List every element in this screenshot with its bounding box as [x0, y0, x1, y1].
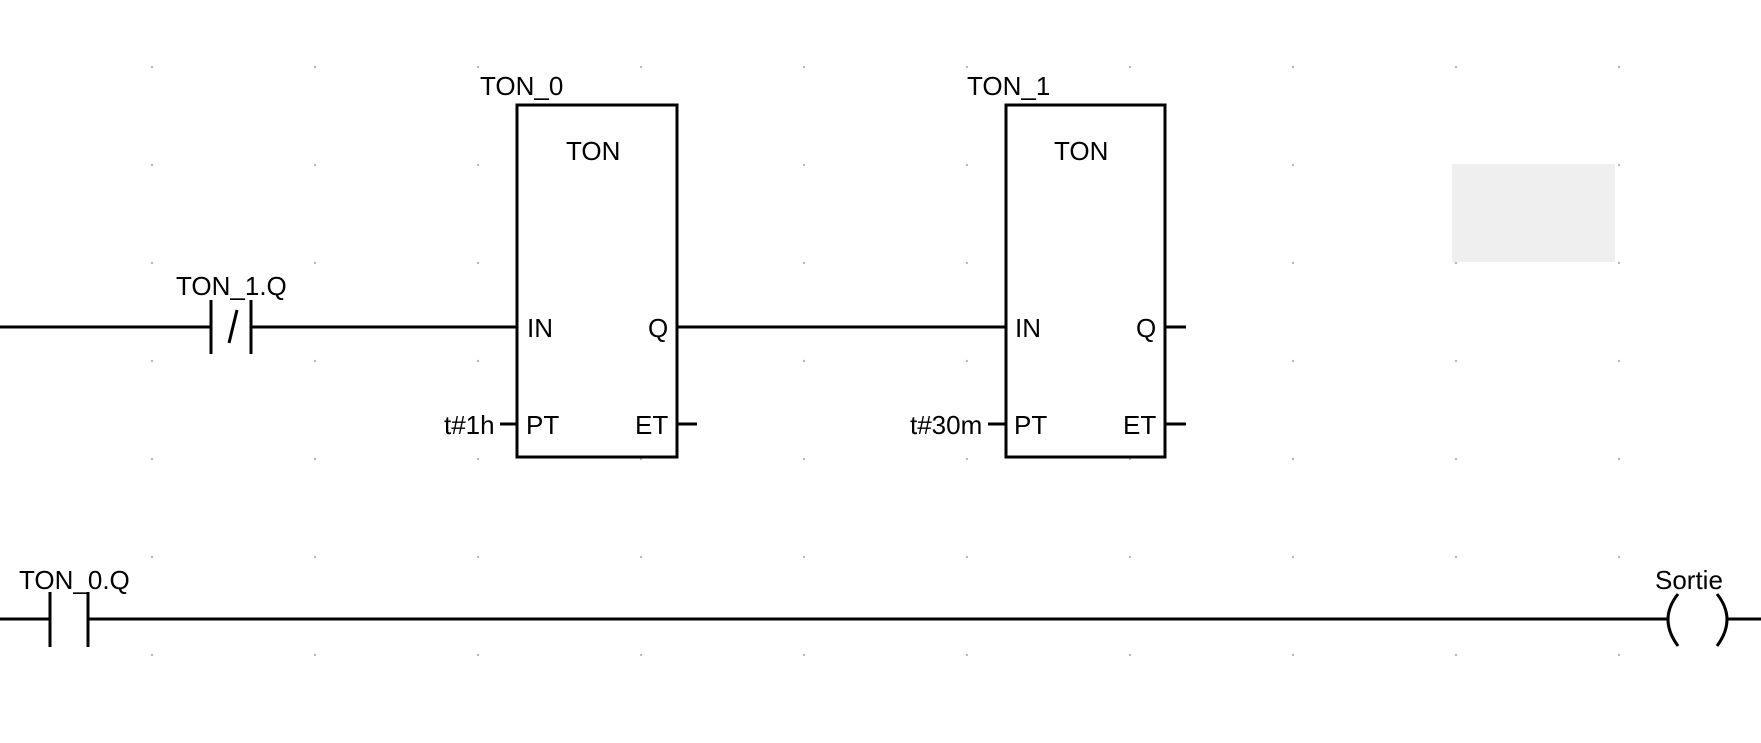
ton-1-pt-pin: PT — [1014, 410, 1047, 440]
grid-dot — [1291, 261, 1295, 265]
rung-2: TON_0.Q Sortie — [0, 565, 1761, 647]
coil-right-arc — [1715, 593, 1729, 647]
grid-dot — [1291, 65, 1295, 69]
ton-0-pt-pin: PT — [526, 410, 559, 440]
grid-dot — [476, 555, 480, 559]
rung-2-coil[interactable]: Sortie — [1655, 565, 1729, 647]
ton-0-body — [515, 103, 679, 459]
rung-2-no-contact[interactable]: TON_0.Q — [19, 565, 130, 647]
grid-dot — [1128, 653, 1132, 657]
grid-dot — [1454, 653, 1458, 657]
grid-dot — [802, 555, 806, 559]
grid-dot — [150, 261, 154, 265]
grid-dot — [965, 65, 969, 69]
grid-dot — [1617, 65, 1621, 69]
ton-0-block[interactable]: TON_0 TON IN Q PT ET t#1h — [444, 71, 697, 459]
grid-dot — [150, 653, 154, 657]
ton-0-instance-name: TON_0 — [480, 71, 563, 101]
grid-dot — [1291, 457, 1295, 461]
rung-2-coil-label: Sortie — [1655, 565, 1723, 595]
background-grid — [150, 65, 1621, 657]
grid-dot — [802, 163, 806, 167]
grid-dot — [1617, 457, 1621, 461]
rung-1: TON_1.Q TON_0 TON IN Q PT ET t#1h TON_1 … — [0, 71, 1186, 459]
grid-dot — [1617, 359, 1621, 363]
ton-1-instance-name: TON_1 — [967, 71, 1050, 101]
grid-dot — [965, 653, 969, 657]
ton-1-body — [1004, 103, 1167, 459]
grid-dot — [150, 163, 154, 167]
selection-rectangle[interactable] — [1452, 164, 1615, 262]
grid-dot — [313, 555, 317, 559]
grid-dot — [313, 653, 317, 657]
rung-2-contact-label: TON_0.Q — [19, 565, 130, 595]
grid-dot — [476, 653, 480, 657]
grid-dot — [476, 359, 480, 363]
grid-dot — [150, 457, 154, 461]
grid-dot — [1128, 65, 1132, 69]
grid-dot — [150, 359, 154, 363]
grid-dot — [965, 359, 969, 363]
grid-dot — [1454, 359, 1458, 363]
grid-dot — [313, 65, 317, 69]
grid-dot — [150, 65, 154, 69]
grid-dot — [639, 653, 643, 657]
grid-dot — [1617, 653, 1621, 657]
grid-dot — [313, 261, 317, 265]
grid-dot — [313, 163, 317, 167]
ton-1-pt-value[interactable]: t#30m — [910, 410, 982, 440]
grid-dot — [1291, 163, 1295, 167]
grid-dot — [476, 65, 480, 69]
grid-dot — [802, 457, 806, 461]
ton-0-type: TON — [566, 136, 620, 166]
grid-dot — [476, 163, 480, 167]
grid-dot — [1454, 65, 1458, 69]
grid-dot — [965, 555, 969, 559]
grid-dot — [639, 555, 643, 559]
grid-dot — [313, 457, 317, 461]
grid-dot — [802, 653, 806, 657]
grid-dot — [313, 359, 317, 363]
coil-left-arc — [1666, 593, 1680, 647]
grid-dot — [1454, 457, 1458, 461]
ton-0-in-pin: IN — [527, 313, 553, 343]
grid-dot — [1291, 555, 1295, 559]
ton-1-type: TON — [1054, 136, 1108, 166]
grid-dot — [1617, 555, 1621, 559]
ton-1-q-pin: Q — [1136, 313, 1156, 343]
ton-0-pt-value[interactable]: t#1h — [444, 410, 495, 440]
ton-1-et-pin: ET — [1123, 410, 1156, 440]
grid-dot — [965, 457, 969, 461]
grid-dot — [476, 261, 480, 265]
grid-dot — [1617, 261, 1621, 265]
rung-1-contact-label: TON_1.Q — [176, 271, 287, 301]
ton-1-in-pin: IN — [1015, 313, 1041, 343]
grid-dot — [802, 65, 806, 69]
grid-dot — [965, 261, 969, 265]
grid-dot — [1454, 261, 1458, 265]
grid-dot — [802, 261, 806, 265]
grid-dot — [1617, 163, 1621, 167]
grid-dot — [1291, 653, 1295, 657]
grid-dot — [639, 65, 643, 69]
ton-0-et-pin: ET — [635, 410, 668, 440]
grid-dot — [150, 555, 154, 559]
grid-dot — [476, 457, 480, 461]
grid-dot — [1454, 555, 1458, 559]
contact-negation-slash — [227, 309, 239, 344]
grid-dot — [1128, 555, 1132, 559]
grid-dot — [802, 359, 806, 363]
grid-dot — [1291, 359, 1295, 363]
rung-1-nc-contact[interactable]: TON_1.Q — [176, 271, 287, 354]
grid-dot — [965, 163, 969, 167]
ton-1-block[interactable]: TON_1 TON IN Q PT ET t#30m — [910, 71, 1186, 459]
ton-0-q-pin: Q — [648, 313, 668, 343]
